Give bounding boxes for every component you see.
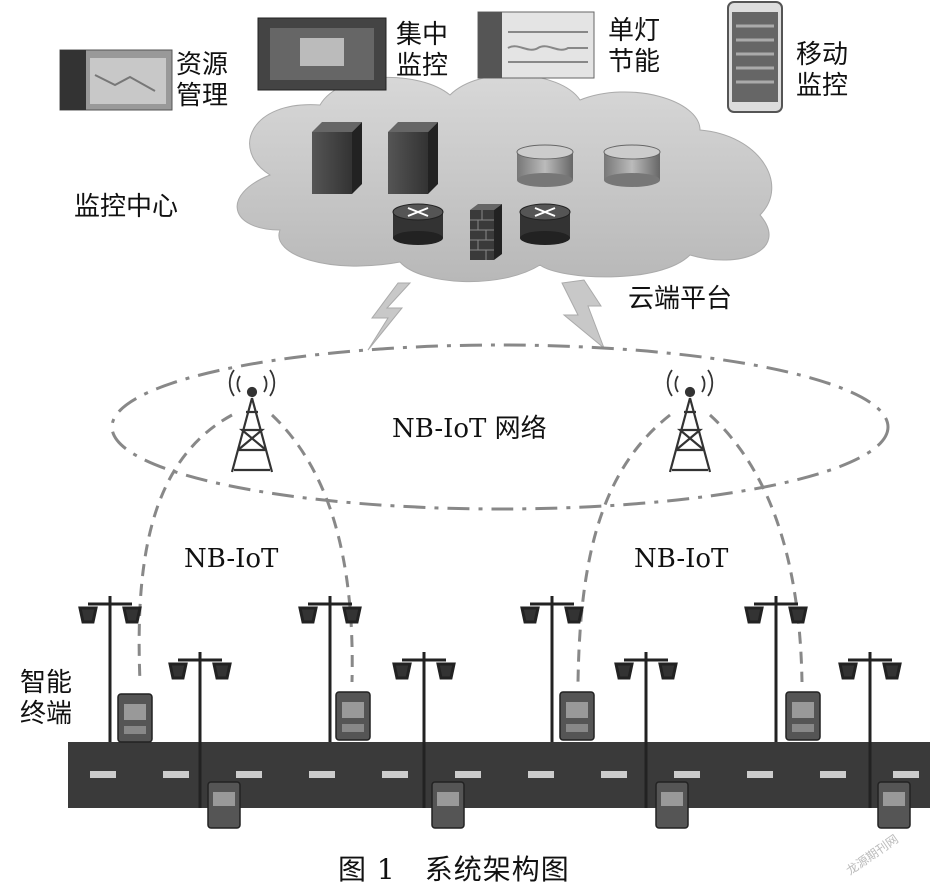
smart-terminal-icon bbox=[655, 781, 689, 829]
label-cloud-platform: 云端平台 bbox=[628, 284, 733, 314]
smart-terminal-icon bbox=[117, 693, 153, 743]
central-monitor-screenshot bbox=[257, 17, 387, 91]
label-single-lamp-energy: 单灯 节能 bbox=[608, 16, 661, 77]
base-station-tower-icon bbox=[228, 369, 276, 473]
label-central-monitoring: 集中 监控 bbox=[396, 20, 449, 81]
wireless-link-icon bbox=[367, 282, 412, 351]
nbiot-network-boundary bbox=[110, 343, 890, 511]
label-monitor-center: 监控中心 bbox=[74, 192, 179, 222]
router-icon bbox=[519, 203, 571, 245]
label-mobile-monitoring: 移动 监控 bbox=[796, 40, 849, 101]
wireless-link-icon bbox=[561, 279, 606, 350]
smart-terminal-icon bbox=[335, 691, 371, 741]
router-icon bbox=[392, 203, 444, 245]
smart-terminal-icon bbox=[877, 781, 911, 829]
database-icon bbox=[516, 144, 574, 187]
street-lamp-icon bbox=[298, 596, 362, 742]
smart-terminal-icon bbox=[207, 781, 241, 829]
street-lamp-icon bbox=[744, 596, 808, 742]
smart-terminal-icon bbox=[559, 691, 595, 741]
street-lamp-icon bbox=[838, 652, 902, 808]
server-icon bbox=[312, 122, 362, 194]
figure-caption: 图 1 系统架构图 bbox=[338, 853, 570, 886]
street-lamp-icon bbox=[78, 596, 142, 742]
street-lamp-icon bbox=[614, 652, 678, 808]
resource-screenshot bbox=[59, 49, 173, 111]
street-lamp-icon bbox=[520, 596, 584, 742]
smart-terminal-icon bbox=[431, 781, 465, 829]
label-nbiot-network: NB-IoT 网络 bbox=[392, 414, 547, 444]
server-icon bbox=[388, 122, 438, 194]
smart-terminal-icon bbox=[785, 691, 821, 741]
label-smart-terminal: 智能 终端 bbox=[20, 668, 73, 729]
street-lamp-icon bbox=[168, 652, 232, 808]
single-lamp-screenshot bbox=[477, 11, 595, 79]
label-resource-management: 资源 管理 bbox=[176, 50, 229, 111]
road-lane-markings bbox=[90, 771, 919, 778]
label-nbiot-left: NB-IoT bbox=[184, 544, 279, 574]
base-station-tower-icon bbox=[666, 369, 714, 473]
label-nbiot-right: NB-IoT bbox=[634, 544, 729, 574]
nbiot-link bbox=[137, 413, 804, 683]
road bbox=[68, 742, 930, 808]
street-lamp-icon bbox=[392, 652, 456, 808]
firewall-icon bbox=[470, 204, 502, 260]
cloud bbox=[236, 74, 773, 283]
database-icon bbox=[603, 144, 661, 187]
mobile-screenshot bbox=[727, 1, 783, 113]
